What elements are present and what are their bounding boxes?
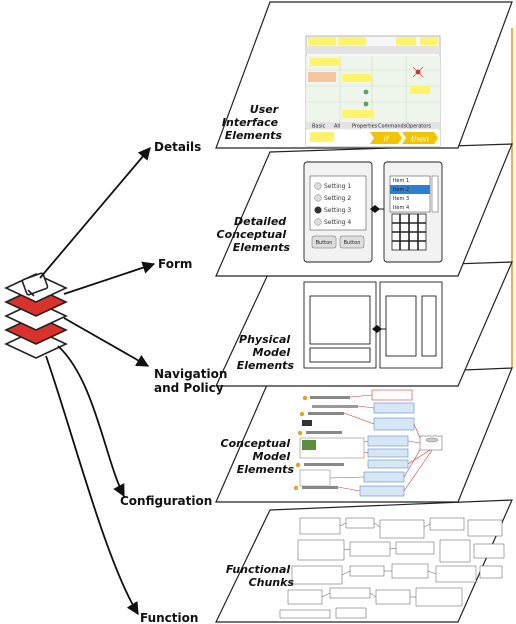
svg-text:Detailed Conceptual: Detailed Conceptual Elements (217, 215, 291, 254)
button-2-label: Button (344, 240, 361, 246)
arrow-details (39, 147, 151, 279)
ui-tab-operators: Operators (406, 124, 431, 130)
setting-3-label: Setting 3 (324, 207, 351, 214)
stacked-layers-icon (4, 272, 68, 359)
arrow-navigation (63, 317, 150, 367)
layer-physical-model: Physical Model Elements (215, 261, 513, 387)
svg-text:Physical Model Ele: Physical Model Elements (237, 333, 295, 372)
ui-tab-properties: Properties (352, 124, 378, 130)
arrow-form (63, 261, 156, 295)
layer-user-interface: Basic All Properties Commands Operators … (215, 1, 513, 149)
setting-2-label: Setting 2 (324, 195, 351, 202)
label-form: Form (158, 257, 192, 271)
list-item-1: Item 1 (393, 178, 409, 184)
list-item-4: Item 4 (393, 205, 409, 211)
detailed-conceptual-label-2: Conceptual (217, 228, 287, 241)
svg-text:User Interface Ele: User Interface Elements (222, 103, 283, 142)
physical-model-label-3: Elements (237, 359, 295, 372)
ui-then-label: then (411, 135, 429, 144)
ui-tab-all: All (334, 124, 340, 130)
svg-text:Conceptual Model E: Conceptual Model Elements (221, 437, 295, 476)
svg-text:Functional Chunks: Functional Chunks (226, 563, 295, 589)
conceptual-model-diagram (293, 389, 443, 497)
button-1-label: Button (316, 240, 333, 246)
label-details: Details (154, 140, 201, 154)
user-interface-label-3: Elements (225, 129, 283, 142)
layer-detailed-conceptual: Setting 1 Setting 2 Setting 3 Setting 4 … (215, 143, 513, 277)
functional-chunks-diagram (279, 517, 505, 619)
functional-chunks-label-1: Functional (226, 563, 290, 576)
detailed-conceptual-label-3: Elements (233, 241, 291, 254)
list-item-3: Item 3 (393, 196, 409, 202)
layer-conceptual-model: Conceptual Model Elements (215, 367, 513, 503)
ui-tab-commands: Commands (378, 124, 407, 130)
user-interface-label-1: User (250, 103, 279, 116)
ui-tab-basic: Basic (312, 124, 325, 130)
arrows (39, 147, 156, 616)
user-interface-label-2: Interface (222, 116, 279, 129)
arrow-configuration (57, 345, 125, 498)
label-configuration: Configuration (120, 494, 212, 508)
conceptual-model-label-2: Model (253, 450, 291, 463)
ui-if-block (370, 132, 402, 144)
label-navigation-and-policy: Navigation and Policy (154, 367, 232, 395)
detailed-conceptual-label-1: Detailed (234, 215, 286, 228)
physical-model-label-1: Physical (239, 333, 290, 346)
setting-4-label: Setting 4 (324, 219, 351, 226)
functional-chunks-label-2: Chunks (249, 576, 295, 589)
ui-mockup-screenshot: Basic All Properties Commands Operators … (305, 35, 441, 147)
setting-1-label: Setting 1 (324, 183, 351, 190)
conceptual-model-label-3: Elements (237, 463, 295, 476)
arrow-function (45, 355, 139, 616)
physical-model-wireframe (303, 281, 443, 369)
detailed-phone-left: Setting 1 Setting 2 Setting 3 Setting 4 … (303, 161, 373, 263)
label-function: Function (140, 611, 198, 624)
ui-if-label: if (383, 135, 389, 144)
conceptual-model-label-1: Conceptual (221, 437, 291, 450)
detailed-phone-right: Item 1 Item 2 Item 3 Item 4 (383, 161, 443, 263)
physical-model-label-2: Model (253, 346, 291, 359)
layer-functional-chunks: Functional Chunks (215, 499, 513, 623)
list-item-2: Item 2 (393, 187, 409, 193)
ui-then-block (402, 132, 438, 144)
